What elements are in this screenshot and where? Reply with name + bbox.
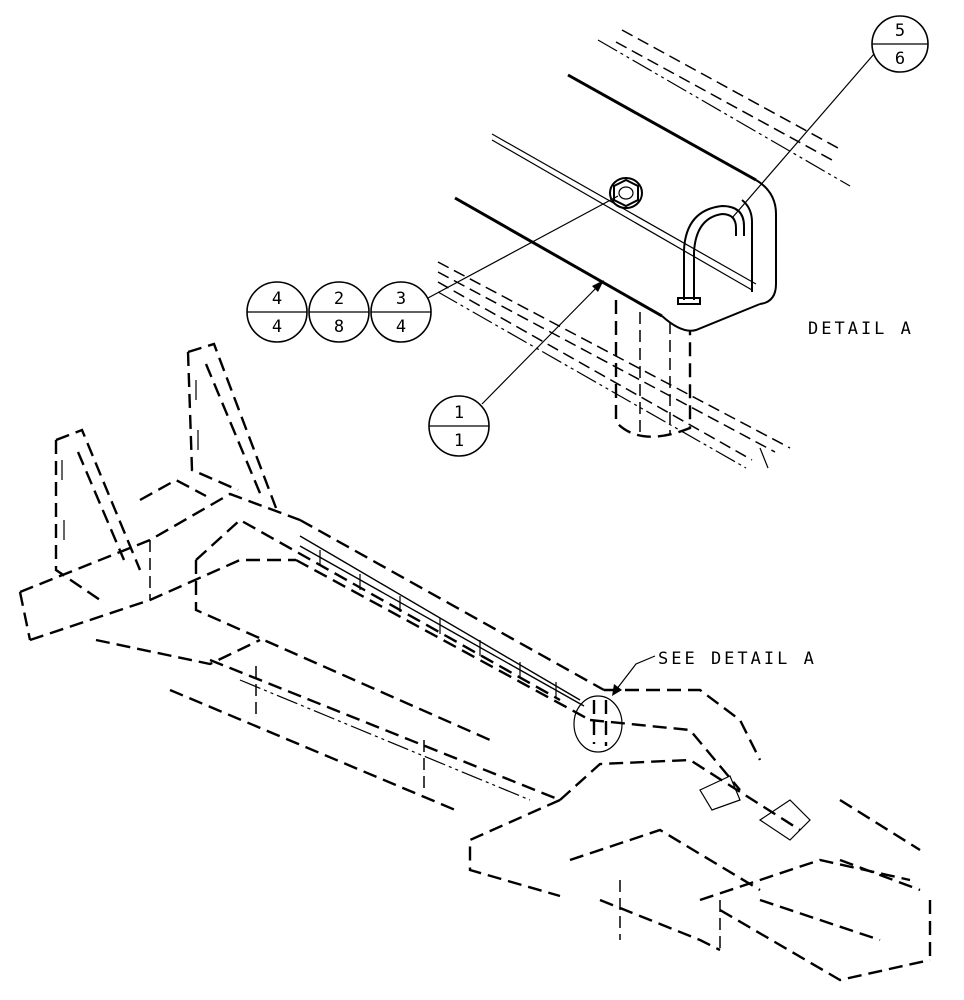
svg-text:1: 1 (454, 403, 464, 423)
svg-text:4: 4 (272, 289, 282, 309)
detail-a-label: DETAIL A (808, 319, 914, 339)
leader-bolt (427, 195, 619, 299)
rear-crossmember (18, 478, 301, 666)
see-detail-a-label: SEE DETAIL A (658, 649, 817, 669)
svg-text:1: 1 (454, 431, 464, 451)
balloon-5-6: 5 6 (871, 15, 929, 73)
svg-text:3: 3 (396, 289, 406, 309)
balloon-1-1: 1 1 (428, 395, 490, 457)
svg-text:2: 2 (334, 289, 344, 309)
see-detail-leader (615, 655, 656, 691)
svg-text:4: 4 (396, 317, 406, 337)
detail-a-marker (573, 695, 623, 753)
left-upright (54, 428, 142, 601)
frame-assembly (18, 342, 932, 982)
detail-phantom-frame (437, 29, 851, 469)
leader-5-6 (731, 53, 875, 219)
svg-text:8: 8 (334, 317, 344, 337)
rail-channel (454, 73, 777, 332)
bolt-nut (609, 177, 643, 209)
detail-a-view (437, 29, 851, 469)
hidden-post (614, 300, 692, 438)
left-side-rail (169, 658, 561, 814)
front-section (468, 688, 932, 982)
arrowhead-rail (592, 280, 604, 292)
svg-text:5: 5 (895, 21, 905, 41)
see-detail-arrowhead (612, 684, 622, 696)
balloon-3-4: 3 4 (370, 281, 432, 343)
balloon-4-4: 4 4 (246, 281, 308, 343)
svg-text:6: 6 (895, 49, 905, 69)
center-upright (186, 342, 278, 509)
inner-opening (194, 518, 561, 742)
leader-rail (481, 281, 603, 405)
u-bolt (677, 204, 745, 305)
balloon-2-8: 2 8 (308, 281, 370, 343)
svg-text:4: 4 (272, 317, 282, 337)
right-side-rail (295, 518, 605, 722)
